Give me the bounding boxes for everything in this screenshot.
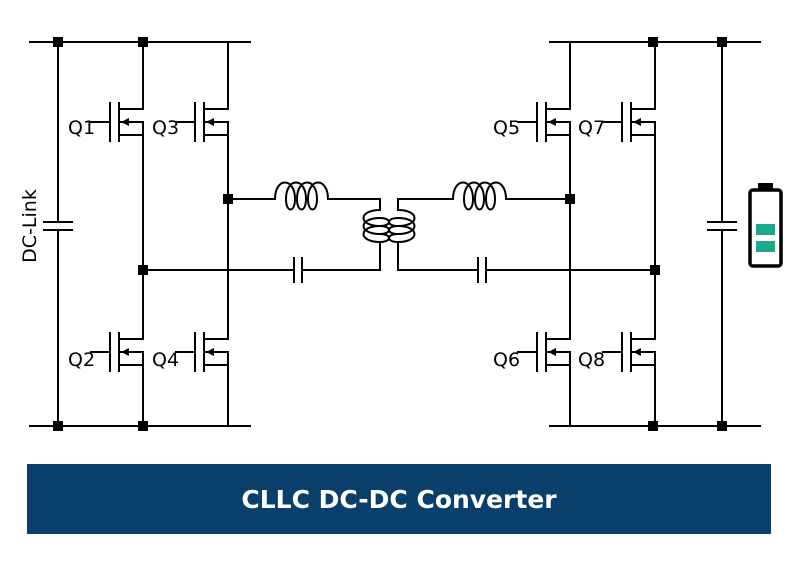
battery-cell-lower [756, 241, 775, 252]
mosfet-q4 [175, 306, 229, 398]
title-banner: CLLC DC-DC Converter [27, 464, 771, 534]
label-q5: Q5 [493, 117, 520, 139]
mosfet-q6 [517, 306, 571, 398]
mosfet-q8 [602, 306, 656, 398]
mosfet-q5 [517, 76, 571, 168]
primary-resonant-capacitor [293, 257, 303, 283]
secondary-resonant-inductor [451, 181, 508, 211]
battery-cell-upper [756, 224, 775, 235]
label-q4: Q4 [152, 349, 179, 371]
transformer-primary-winding [362, 208, 390, 244]
output-capacitor [707, 221, 737, 231]
label-q8: Q8 [578, 349, 605, 371]
label-q2: Q2 [68, 349, 95, 371]
banner-title: CLLC DC-DC Converter [241, 484, 557, 514]
label-q3: Q3 [152, 117, 179, 139]
dc-link-capacitor [43, 221, 73, 231]
junction-dots [53, 37, 727, 431]
primary-resonant-inductor [273, 181, 330, 211]
mosfet-q7 [602, 76, 656, 168]
secondary-resonant-capacitor [477, 257, 487, 283]
mosfet-q1 [90, 76, 144, 168]
transformer-secondary-winding [388, 208, 416, 244]
mosfet-q3 [175, 76, 229, 168]
battery-icon [748, 183, 783, 268]
dc-link-label: DC-Link [19, 189, 41, 263]
cllc-schematic: DC-Link Q1 Q3 Q2 Q4 Q5 Q7 Q6 Q8 [19, 37, 783, 431]
mosfet-q2 [90, 306, 144, 398]
label-q6: Q6 [493, 349, 520, 371]
label-q1: Q1 [68, 117, 95, 139]
label-q7: Q7 [578, 117, 605, 139]
